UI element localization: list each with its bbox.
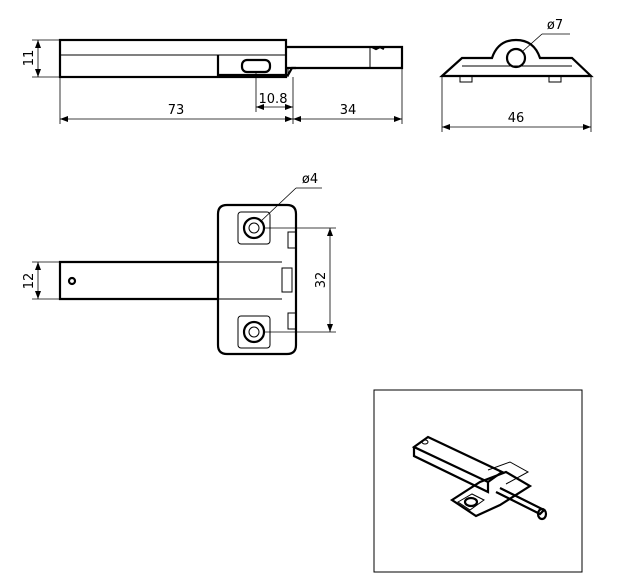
dim-label-top-hole: ø4 — [302, 172, 318, 187]
top-view-hole-top-inner — [248, 222, 260, 234]
end-view-hole — [505, 47, 527, 69]
top-view-rod — [58, 260, 218, 301]
iso-bracket-hole-frame — [457, 493, 485, 511]
iso-bracket — [449, 470, 533, 518]
dim-label-rod-width: 12 — [22, 273, 37, 290]
leader-top-hole — [259, 187, 297, 223]
side-view-rod — [286, 45, 404, 70]
dim-label-end-hole: ø7 — [547, 18, 563, 33]
dim-label-height: 11 — [22, 50, 37, 67]
iso-bracket-hole — [463, 496, 479, 508]
end-view: ø7 46 — [439, 18, 594, 132]
side-view-body — [58, 38, 288, 79]
dim-label-rod: 34 — [340, 103, 357, 118]
dim-label-slot: 10.8 — [259, 92, 288, 107]
top-view-tab — [281, 267, 293, 293]
iso-bracket-upper — [487, 461, 530, 485]
end-view-outline — [439, 38, 594, 78]
top-view-rod-pin — [67, 276, 77, 286]
end-view-foot-right — [548, 76, 562, 83]
side-view-slot — [240, 58, 272, 74]
side-view-rod-tip — [371, 45, 385, 51]
side-view: 11 73 10.8 34 — [22, 38, 404, 124]
iso-rod-tip — [536, 507, 548, 521]
dim-label-hole-spacing: 32 — [314, 272, 329, 289]
top-view-notch-bottom — [287, 312, 296, 330]
leader-hole — [522, 33, 543, 52]
top-view-plate — [216, 203, 298, 356]
top-view: ø4 12 32 — [22, 172, 336, 356]
dim-label-end-width: 46 — [508, 111, 525, 126]
isometric-view — [373, 389, 583, 573]
end-view-foot-left — [459, 76, 473, 83]
iso-body-side — [412, 447, 490, 494]
top-view-hole-bottom-inner — [248, 326, 260, 338]
iso-rod — [495, 487, 546, 516]
iso-body-pin — [421, 439, 429, 445]
top-view-hole-bottom — [242, 320, 266, 344]
dim-label-body: 73 — [168, 103, 185, 118]
top-view-notch-top — [287, 231, 296, 249]
isometric-frame — [373, 389, 583, 573]
